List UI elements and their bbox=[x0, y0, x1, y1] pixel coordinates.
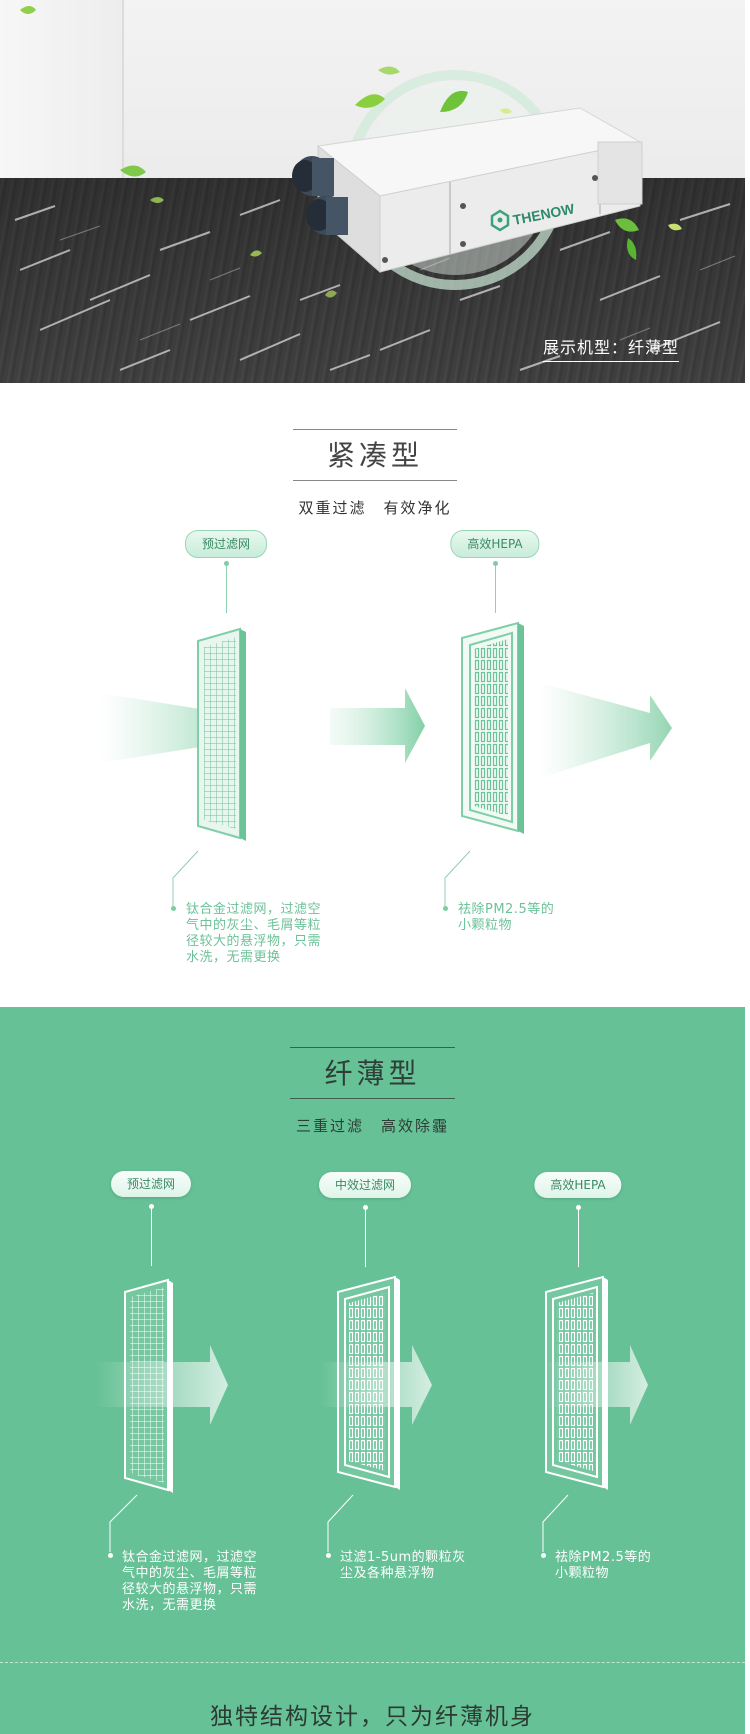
compact-title: 紧凑型 bbox=[292, 429, 457, 481]
compact-desc-prefilter: 钛合金过滤网，过滤空 气中的灰尘、毛屑等粒 径较大的悬浮物，只需 水洗，无需更换 bbox=[186, 902, 322, 965]
airflow-arrow-mid bbox=[330, 688, 425, 763]
desc-dot bbox=[443, 906, 448, 911]
desc-dot bbox=[326, 1553, 331, 1558]
compact-desc-hepa: 祛除PM2.5等的 小颗粒物 bbox=[458, 902, 555, 933]
slim-section: 纤薄型 三重过滤 高效除霾 bbox=[0, 1007, 745, 1734]
compact-filter-diagram bbox=[100, 621, 672, 906]
pill-connector bbox=[226, 563, 227, 613]
desc-dot bbox=[108, 1553, 113, 1558]
slim-title: 纤薄型 bbox=[290, 1047, 455, 1099]
hero-illustration: THENOW bbox=[14, 6, 736, 371]
slim-pill-hepa: 高效HEPA bbox=[534, 1172, 622, 1198]
compact-section: 紧凑型 双重过滤 有效净化 bbox=[0, 383, 750, 1007]
pill-connector bbox=[365, 1207, 366, 1267]
medium-filter-panel bbox=[337, 1275, 400, 1490]
desc-dot bbox=[171, 906, 176, 911]
slim-desc-medium: 过滤1-5um的颗粒灰 尘及各种悬浮物 bbox=[340, 1550, 466, 1581]
leaf-icon bbox=[20, 6, 682, 298]
pill-dot bbox=[576, 1205, 581, 1210]
pre-filter-panel bbox=[197, 627, 246, 841]
slim-filter-diagram bbox=[95, 1275, 648, 1552]
compact-heading: 紧凑型 双重过滤 有效净化 bbox=[0, 429, 750, 518]
hero-banner: THENOW 展示机型：纤薄型 bbox=[0, 0, 745, 383]
hero-caption: 展示机型：纤薄型 bbox=[543, 334, 680, 362]
carpet-streaks bbox=[14, 199, 731, 371]
compact-pill-hepa: 高效HEPA bbox=[450, 530, 540, 558]
pill-dot bbox=[149, 1204, 154, 1209]
compact-pill-prefilter: 预过滤网 bbox=[184, 530, 268, 558]
slim-slogan: 独特结构设计，只为纤薄机身 bbox=[210, 1704, 535, 1730]
hepa-filter-panel bbox=[461, 621, 524, 834]
desc-dot bbox=[541, 1553, 546, 1558]
hepa-filter-panel bbox=[545, 1275, 608, 1490]
pill-connector bbox=[151, 1206, 152, 1266]
pill-connector bbox=[495, 563, 496, 613]
pill-dot bbox=[363, 1205, 368, 1210]
pre-filter-panel bbox=[124, 1278, 173, 1493]
pill-connector bbox=[578, 1207, 579, 1267]
slim-subtitle: 三重过滤 高效除霾 bbox=[295, 1117, 449, 1135]
slim-heading: 纤薄型 三重过滤 高效除霾 bbox=[0, 1047, 745, 1136]
slim-pill-prefilter: 预过滤网 bbox=[110, 1171, 192, 1197]
pill-dot bbox=[493, 561, 498, 566]
product-logo-icon bbox=[490, 209, 510, 232]
slim-desc-hepa: 祛除PM2.5等的 小颗粒物 bbox=[555, 1550, 652, 1581]
airflow-arrow-out bbox=[540, 683, 672, 778]
ventilator-unit bbox=[292, 107, 643, 274]
compact-subtitle: 双重过滤 有效净化 bbox=[298, 499, 452, 517]
slim-desc-prefilter: 钛合金过滤网，过滤空 气中的灰尘、毛屑等粒 径较大的悬浮物，只需 水洗，无需更换 bbox=[122, 1550, 258, 1613]
section-divider bbox=[0, 1662, 745, 1663]
wall-panel bbox=[0, 0, 124, 180]
pill-dot bbox=[224, 561, 229, 566]
slim-pill-medium: 中效过滤网 bbox=[318, 1172, 412, 1198]
